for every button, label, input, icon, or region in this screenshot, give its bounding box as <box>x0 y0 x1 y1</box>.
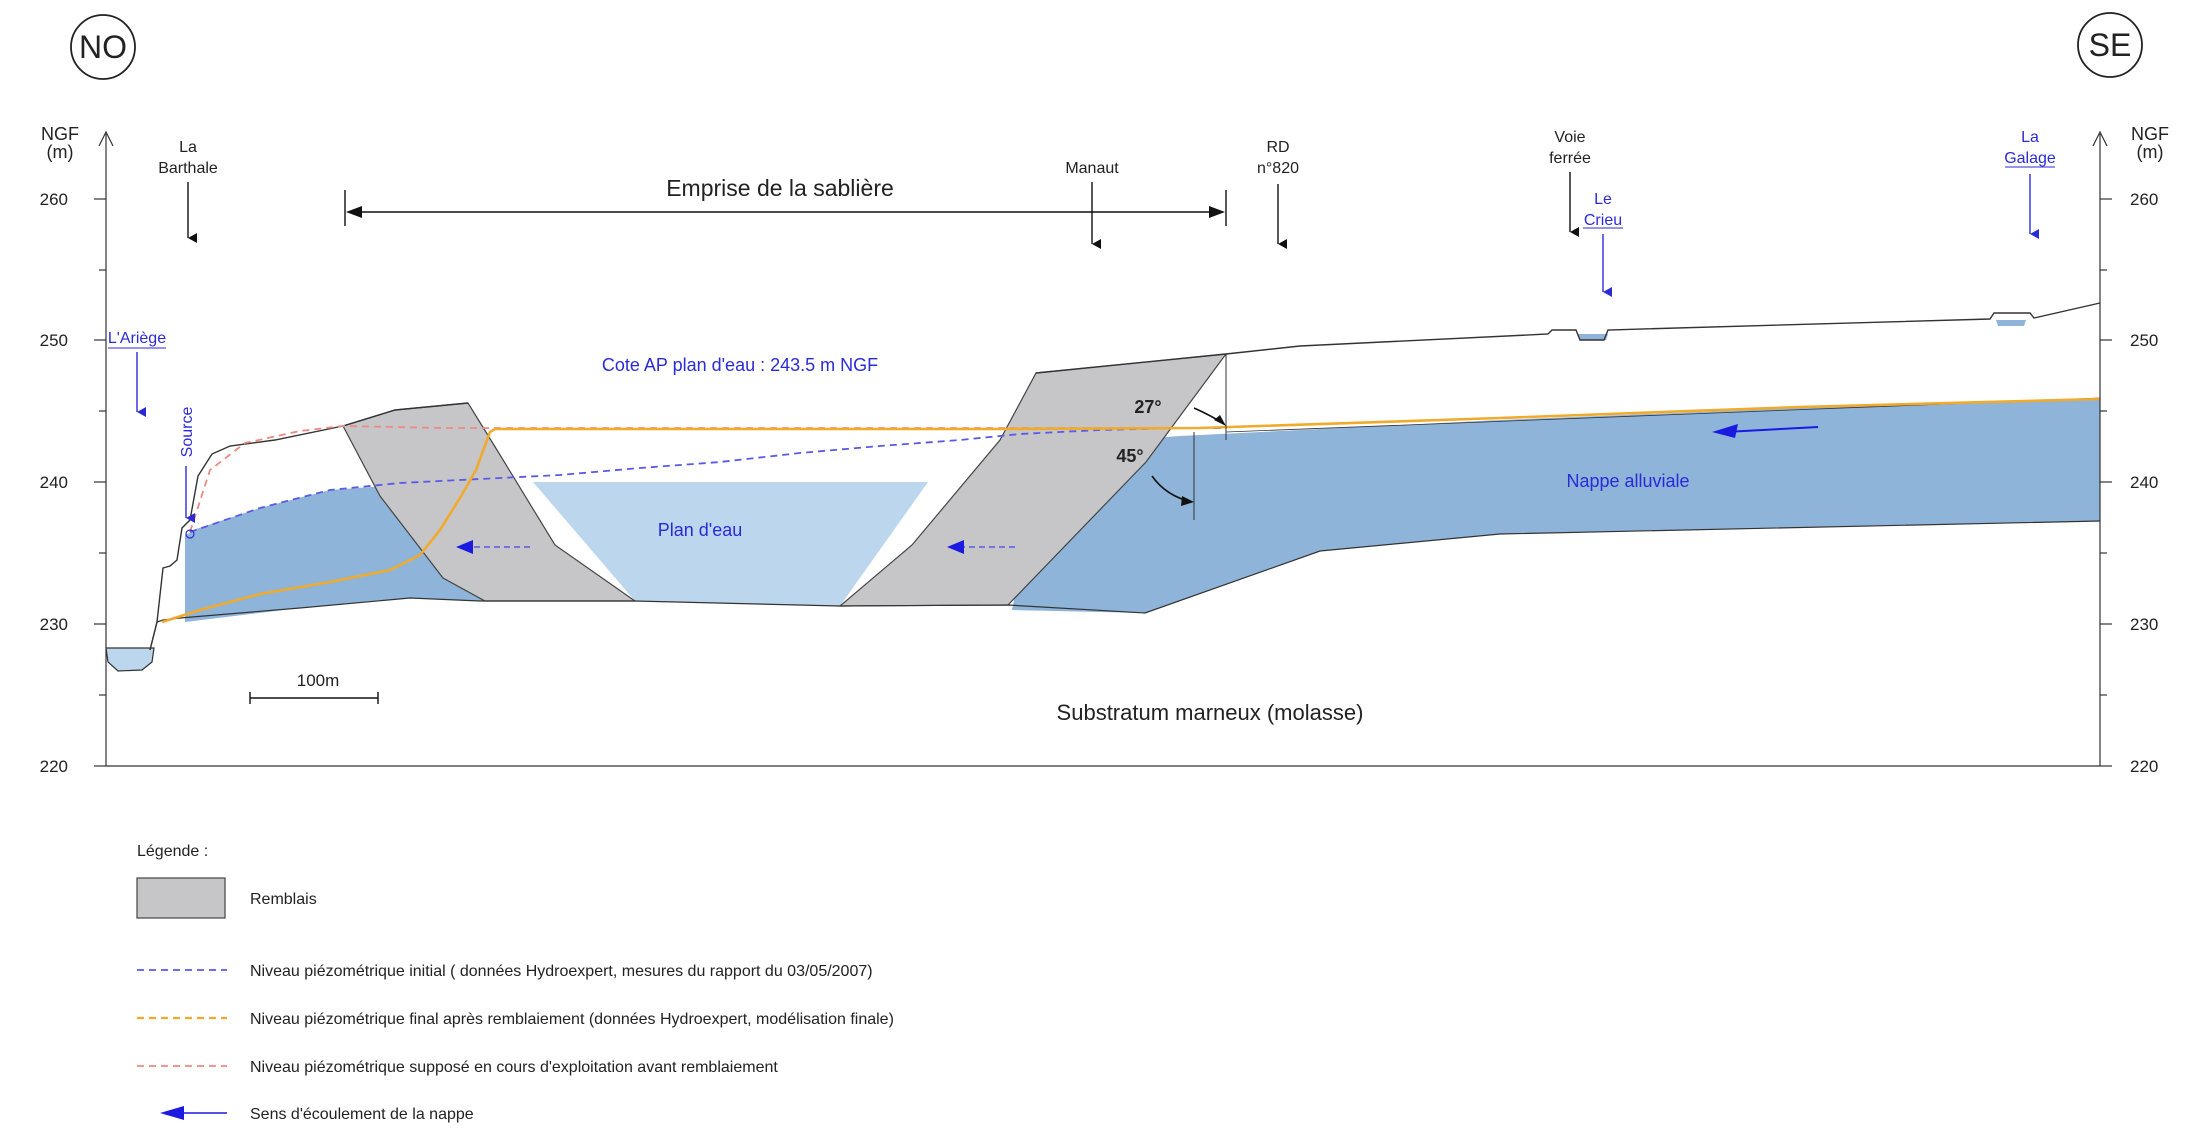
right-axis <box>2092 130 2112 767</box>
svg-text:La: La <box>2021 129 2039 146</box>
ariege-river-water <box>105 647 155 672</box>
left-axis-title: NGF <box>41 124 79 144</box>
svg-text:220: 220 <box>2130 757 2158 776</box>
svg-text:Voie: Voie <box>1554 129 1585 146</box>
svg-text:220: 220 <box>40 757 68 776</box>
legend-initial: Niveau piézométrique initial ( données H… <box>250 963 873 980</box>
emprise-label: Emprise de la sablière <box>666 175 894 201</box>
angle-45-label: 45° <box>1116 446 1143 466</box>
cote-plan-eau-label: Cote AP plan d'eau : 243.5 m NGF <box>602 355 878 375</box>
svg-text:260: 260 <box>2130 190 2158 209</box>
nappe-alluviale-label: Nappe alluviale <box>1566 471 1689 491</box>
svg-text:RD: RD <box>1266 139 1289 156</box>
crieu-ditch-water <box>1578 334 1608 340</box>
line-niveau-suppose <box>189 425 1225 533</box>
angle-27-label: 27° <box>1134 397 1161 417</box>
svg-text:230: 230 <box>2130 615 2158 634</box>
line-niveau-final <box>161 397 2101 624</box>
right-axis-unit: (m) <box>2137 142 2164 162</box>
svg-text:250: 250 <box>40 331 68 350</box>
svg-text:Galage: Galage <box>2004 150 2056 167</box>
scale-bar-label: 100m <box>297 671 340 690</box>
svg-text:Manaut: Manaut <box>1065 160 1119 177</box>
svg-text:240: 240 <box>40 473 68 492</box>
svg-text:n°820: n°820 <box>1257 160 1299 177</box>
plan-eau-label: Plan d'eau <box>658 520 743 540</box>
svg-text:Le: Le <box>1594 191 1612 208</box>
legend: Légende : Remblais Niveau piézométrique … <box>136 843 894 1123</box>
svg-text:NO: NO <box>79 29 127 65</box>
svg-text:La: La <box>179 139 197 156</box>
svg-text:240: 240 <box>2130 473 2158 492</box>
legend-flow-arrow-icon <box>160 1106 227 1120</box>
left-axis <box>94 130 2100 767</box>
line-niveau-initial <box>189 427 1225 533</box>
svg-text:L'Ariège: L'Ariège <box>108 330 166 347</box>
svg-text:Crieu: Crieu <box>1584 212 1622 229</box>
legend-suppose: Niveau piézométrique supposé en cours d'… <box>250 1059 778 1076</box>
svg-text:Source: Source <box>179 407 196 458</box>
flow-arrow-icon <box>1712 424 1819 438</box>
legend-final: Niveau piézométrique final après remblai… <box>250 1011 894 1028</box>
marker-voie-ferree: Voie ferrée <box>1549 129 1591 237</box>
marker-manaut: Manaut <box>1065 160 1119 249</box>
emprise-dimension-arrow <box>344 190 1227 226</box>
scale-bar <box>249 692 379 704</box>
legend-title: Légende : <box>137 843 208 860</box>
svg-text:250: 250 <box>2130 331 2158 350</box>
nappe-alluviale-zone <box>1012 398 2100 613</box>
svg-text:230: 230 <box>40 615 68 634</box>
marker-source: Source <box>179 407 196 539</box>
marker-le-crieu: Le Crieu <box>1583 191 1623 297</box>
flow-arrow-icon <box>947 540 1015 554</box>
marker-la-barthale: La Barthale <box>158 139 218 243</box>
orientation-no: NO <box>70 14 136 80</box>
orientation-se: SE <box>2077 12 2143 78</box>
left-tick-labels: 260 250 240 230 220 <box>40 190 68 776</box>
marker-rd-820: RD n°820 <box>1257 139 1299 249</box>
left-axis-unit: (m) <box>47 142 74 162</box>
plan-d-eau-zone <box>533 482 928 606</box>
galage-ditch-water <box>1996 320 2026 326</box>
flow-arrow-icon <box>456 540 530 554</box>
legend-swatch-remblais <box>136 877 226 919</box>
legend-sens: Sens d'écoulement de la nappe <box>250 1106 474 1123</box>
svg-text:Barthale: Barthale <box>158 160 218 177</box>
svg-text:260: 260 <box>40 190 68 209</box>
legend-remblais: Remblais <box>250 891 317 908</box>
svg-text:SE: SE <box>2089 27 2132 63</box>
svg-text:ferrée: ferrée <box>1549 150 1591 167</box>
substratum-label: Substratum marneux (molasse) <box>1057 700 1364 725</box>
marker-la-galage: La Galage <box>2004 129 2056 239</box>
marker-l-ariege: L'Ariège <box>108 330 166 417</box>
right-tick-labels: 260 250 240 230 220 <box>2130 190 2158 776</box>
terrain-profile-line <box>149 302 2101 651</box>
right-axis-title: NGF <box>2131 124 2169 144</box>
